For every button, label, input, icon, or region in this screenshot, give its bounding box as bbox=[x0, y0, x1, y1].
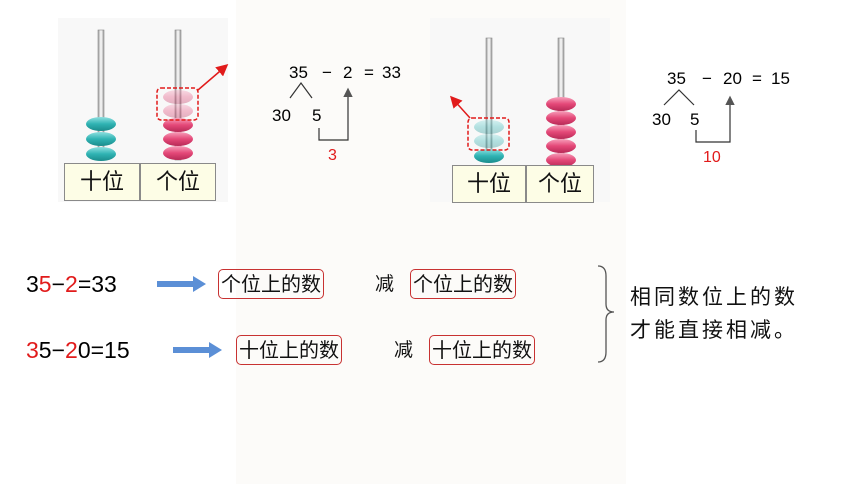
ones-place-label: 个位 bbox=[140, 163, 216, 201]
diagram-two-equals: = bbox=[752, 69, 762, 88]
diagram-two-result: 15 bbox=[771, 69, 790, 88]
blue-arrow-two bbox=[173, 342, 222, 358]
diagram-one-subtrahend: 2 bbox=[343, 63, 353, 82]
rule-one-verb: 减 bbox=[375, 273, 395, 295]
tens-place-label: 十位 bbox=[452, 165, 526, 203]
remove-arrow bbox=[449, 95, 471, 119]
diagram-two-minus: − bbox=[702, 69, 712, 88]
diagram-two-minuend: 35 bbox=[667, 69, 686, 88]
removed-beads-box bbox=[467, 117, 510, 151]
diagram-two-partial-result: 10 bbox=[703, 149, 721, 166]
tens-place-label: 十位 bbox=[64, 163, 140, 201]
diagram-two-lines bbox=[663, 89, 735, 143]
equation-one-ones-digit: 5 bbox=[38, 271, 52, 297]
diagram-one-minuend: 35 bbox=[289, 63, 308, 82]
rule-one-right-phrase: 个位上的数 bbox=[410, 269, 516, 299]
diagram-one-split-ones: 5 bbox=[312, 106, 322, 125]
blue-arrow-one bbox=[157, 276, 206, 292]
equation-one-minus: − bbox=[51, 271, 66, 297]
removed-beads-box bbox=[156, 87, 199, 121]
equation-two-subtrahend-tens: 2 bbox=[65, 337, 78, 363]
conclusion-line-one: 相同数位上的数 bbox=[630, 285, 798, 309]
grouping-bracket bbox=[597, 265, 615, 363]
remove-arrow bbox=[197, 64, 229, 91]
equation-two: 35−20=15 bbox=[26, 339, 130, 362]
equation-two-tens-digit: 3 bbox=[26, 337, 39, 363]
diagram-one-minus: − bbox=[322, 63, 332, 82]
rule-two-verb: 减 bbox=[394, 339, 414, 361]
rule-one-left-phrase: 个位上的数 bbox=[218, 269, 324, 299]
equation-two-subtrahend-ones: 0 bbox=[77, 337, 91, 363]
equation-one: 35−2=33 bbox=[26, 273, 117, 296]
diagram-one-partial-result: 3 bbox=[328, 147, 337, 164]
equation-two-result: =15 bbox=[90, 337, 130, 363]
equation-two-minus: − bbox=[51, 337, 66, 363]
diagram-two-split-ones: 5 bbox=[690, 110, 700, 129]
equation-two-ones-digit: 5 bbox=[38, 337, 52, 363]
equation-one-tens-digit: 3 bbox=[26, 271, 39, 297]
diagram-one-result: 33 bbox=[382, 63, 401, 82]
rule-two-right-phrase: 十位上的数 bbox=[429, 335, 535, 365]
diagram-one-lines bbox=[289, 81, 353, 141]
equation-one-result: =33 bbox=[77, 271, 117, 297]
diagram-two-subtrahend: 20 bbox=[723, 69, 742, 88]
tens-beads bbox=[86, 117, 116, 161]
diagram-one-split-tens: 30 bbox=[272, 106, 291, 125]
rule-two-left-phrase: 十位上的数 bbox=[236, 335, 342, 365]
ones-beads bbox=[163, 90, 193, 160]
conclusion-line-two: 才能直接相减。 bbox=[630, 318, 798, 342]
tens-beads bbox=[474, 120, 504, 163]
diagram-two-split-tens: 30 bbox=[652, 110, 671, 129]
abacus-left bbox=[86, 29, 229, 161]
equation-one-subtrahend: 2 bbox=[65, 271, 78, 297]
ones-beads bbox=[546, 97, 576, 167]
abacus-right bbox=[449, 37, 576, 167]
ones-place-label: 个位 bbox=[526, 165, 594, 203]
diagram-one-equals: = bbox=[364, 63, 374, 82]
